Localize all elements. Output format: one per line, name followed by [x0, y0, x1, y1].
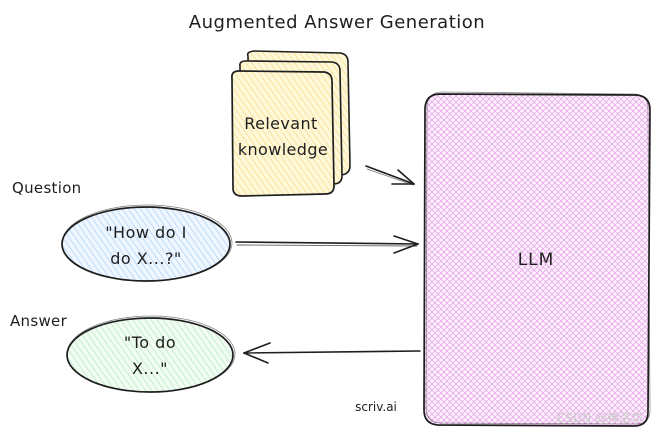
knowledge-label-line2: knowledge: [238, 140, 328, 159]
question-ellipse-sketch: [61, 204, 233, 282]
diagram-title: Augmented Answer Generation: [189, 12, 485, 33]
question-text-line1: "How do I: [105, 223, 187, 242]
knowledge-stack: Relevant knowledge: [231, 50, 351, 197]
llm-rect-sketch: [425, 91, 651, 425]
llm-box: LLM: [423, 91, 651, 427]
llm-rect: [423, 93, 651, 427]
credit-label: scriv.ai: [355, 400, 397, 414]
watermark-label: CSDN @神洛华: [557, 410, 643, 425]
knowledge-label-line1: Relevant: [244, 114, 317, 133]
answer-bubble: "To do X...": [66, 315, 236, 393]
arrow-question-to-llm: [235, 235, 419, 254]
question-bubble: "How do I do X...?": [61, 204, 233, 282]
question-label: Question: [12, 179, 82, 197]
answer-ellipse-sketch: [66, 315, 236, 393]
answer-text-line1: "To do: [124, 333, 176, 352]
question-text-line2: do X...?": [110, 249, 182, 268]
answer-text-line2: X...": [132, 359, 168, 378]
knowledge-card-front: [231, 70, 335, 197]
arrow-llm-to-answer: [243, 342, 421, 364]
arrow-knowledge-to-llm: [365, 165, 415, 186]
llm-label: LLM: [518, 250, 555, 270]
answer-label: Answer: [10, 312, 68, 330]
